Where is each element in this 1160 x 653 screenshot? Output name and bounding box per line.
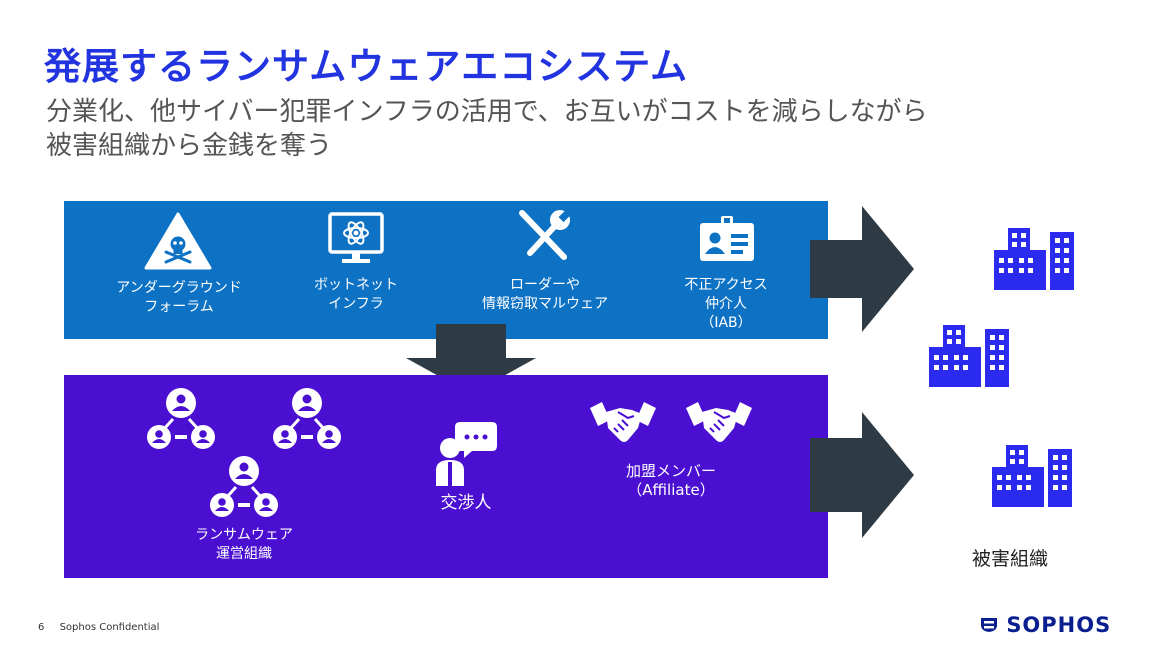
- affiliate-label: 加盟メンバー （Affiliate）: [625, 462, 716, 499]
- iab-label: 不正アクセス 仲介人 （IAB）: [684, 277, 768, 331]
- sophos-logo: SOPHOS: [980, 613, 1111, 637]
- people-network-icon: [210, 456, 278, 517]
- loader-label: ローダーや 情報窃取マルウェア: [482, 277, 608, 312]
- monitor-atom-icon: [328, 212, 384, 263]
- infrastructure-band: [64, 201, 828, 339]
- down-arrow: [406, 324, 536, 394]
- subtitle-line-1: 分業化、他サイバー犯罪インフラの活用で、お互いがコストを減らしながら: [46, 97, 928, 127]
- forum-label: アンダーグラウンド フォーラム: [116, 280, 242, 315]
- right-arrow-top: [810, 206, 914, 332]
- skull-warning-icon: [144, 212, 212, 270]
- confidential-text: Sophos Confidential: [59, 622, 160, 633]
- handshake-icon: [686, 402, 752, 442]
- negotiator-label: 交渉人: [440, 493, 492, 513]
- page-number: 6: [38, 622, 45, 633]
- building-icon: [929, 325, 1009, 387]
- right-arrow-bottom: [810, 412, 914, 538]
- handshake-icon: [590, 402, 656, 442]
- building-icon: [992, 445, 1072, 507]
- tools-icon: [519, 208, 573, 260]
- subtitle-line-2: 被害組織から金銭を奪う: [46, 131, 333, 161]
- shield-icon: [981, 618, 997, 632]
- operators-label: ランサムウェア 運営組織: [195, 527, 293, 562]
- people-network-icon: [273, 388, 341, 449]
- building-icon: [994, 228, 1074, 290]
- negotiator-icon: [436, 422, 497, 486]
- people-network-icon: [147, 388, 215, 449]
- slide-subtitle: 分業化、他サイバー犯罪インフラの活用で、お互いがコストを減らしながら 被害組織か…: [46, 95, 928, 163]
- footer: 6 Sophos Confidential: [38, 622, 171, 633]
- slide-title: 発展するランサムウェアエコシステム: [44, 45, 689, 88]
- logo-text: SOPHOS: [1006, 613, 1112, 637]
- id-card-icon: [700, 216, 754, 261]
- victim-label: 被害組織: [972, 548, 1049, 570]
- botnet-label: ボットネット インフラ: [314, 277, 398, 312]
